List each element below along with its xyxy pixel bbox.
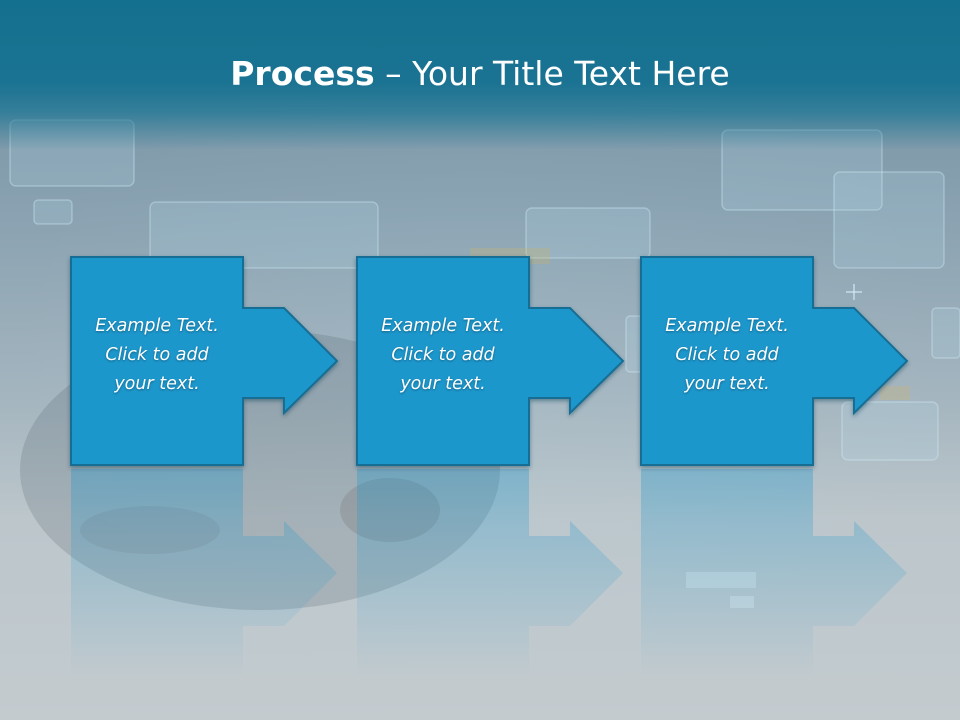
step-2-line-2: Click to add [391, 345, 495, 365]
process-step-1-reflection [71, 469, 337, 677]
title-strong: Process [230, 54, 375, 93]
step-1-line-3: your text. [114, 374, 200, 394]
header-bar [0, 0, 960, 150]
title-rest: – Your Title Text Here [374, 54, 730, 93]
process-step-2-shape[interactable] [356, 256, 625, 466]
step-2-text[interactable]: Example Text. Click to add your text. [357, 312, 529, 399]
process-step-3-shape[interactable] [640, 256, 909, 466]
slide-title[interactable]: Process – Your Title Text Here [0, 52, 960, 96]
step-1-line-1: Example Text. [95, 316, 219, 336]
process-step-1-shape[interactable] [70, 256, 339, 466]
process-step-3-reflection [641, 469, 907, 677]
step-3-text[interactable]: Example Text. Click to add your text. [641, 312, 813, 399]
process-step-2-reflection [357, 469, 623, 677]
step-3-line-2: Click to add [675, 345, 779, 365]
step-3-line-1: Example Text. [665, 316, 789, 336]
step-1-line-2: Click to add [105, 345, 209, 365]
step-1-text[interactable]: Example Text. Click to add your text. [71, 312, 243, 399]
step-2-line-1: Example Text. [381, 316, 505, 336]
step-3-line-3: your text. [684, 374, 770, 394]
step-2-line-3: your text. [400, 374, 486, 394]
